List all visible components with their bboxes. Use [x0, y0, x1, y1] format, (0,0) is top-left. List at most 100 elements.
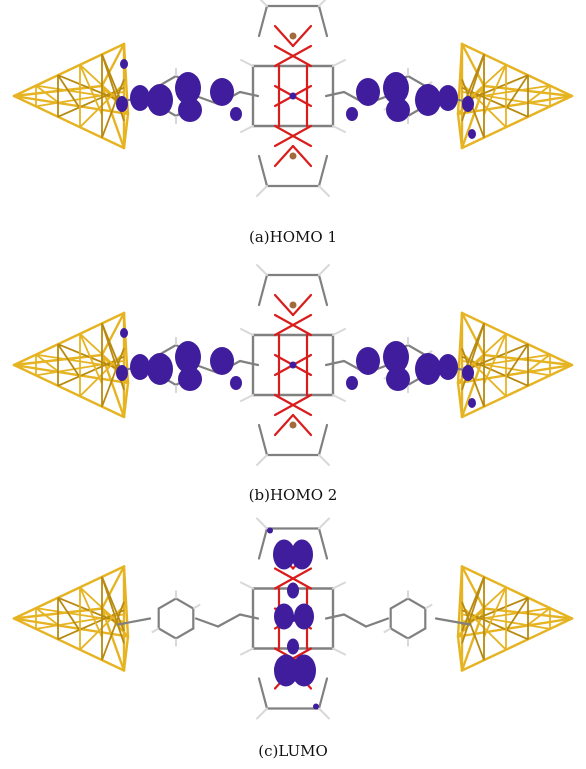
gold-cluster-edge [12, 94, 126, 150]
orbital-lobe [438, 354, 458, 380]
panel-homo2 [0, 262, 586, 476]
vinyl-bond [238, 90, 260, 98]
gold-cluster-edge [483, 586, 507, 638]
core-bond [273, 144, 295, 168]
vinyl-bond [324, 613, 346, 620]
gold-cluster-edge [461, 86, 529, 118]
metal-oxo-core [240, 264, 346, 466]
gold-cluster-edge [101, 576, 125, 644]
gold-cluster-edge [461, 601, 485, 661]
vinyl-bond [364, 617, 390, 628]
gold-cluster-edge [100, 311, 126, 357]
core-bond [291, 24, 313, 48]
orbital-lobe [130, 354, 150, 380]
orbital-lobe [120, 59, 128, 69]
gold-cluster-edge [35, 353, 59, 372]
core-bond [257, 423, 269, 457]
core-bond [317, 423, 329, 457]
gold-cluster-left [12, 311, 130, 419]
ring-bond [157, 597, 195, 640]
gold-cluster-edge [79, 64, 103, 116]
metal-atom [289, 301, 297, 309]
phenyl-ring-left [151, 590, 201, 647]
gold-cluster-edge [456, 635, 464, 672]
core-bond [273, 567, 313, 590]
core-bond [273, 293, 295, 317]
core-bond [317, 154, 329, 188]
core-bond [240, 581, 254, 590]
hydrogen-bond [192, 603, 201, 610]
gold-cluster-edge [12, 363, 126, 419]
gold-cluster-edge [122, 112, 130, 150]
molecule-diagram-lumo [12, 517, 574, 720]
gold-cluster-edge [456, 112, 464, 150]
ring-bond [389, 597, 427, 640]
orbital-lobe [130, 85, 150, 111]
gold-cluster-edge [12, 42, 126, 98]
core-bond [291, 144, 313, 168]
gold-cluster-edge [456, 94, 574, 116]
gold-cluster-edge [101, 79, 125, 138]
gold-cluster-right [456, 42, 574, 150]
orbital-lobe [274, 654, 298, 687]
gold-cluster-edge [527, 353, 551, 372]
gold-cluster-edge [57, 355, 125, 387]
metal-oxo-core [240, 0, 346, 197]
gold-cluster-edge [460, 94, 574, 150]
core-bond [317, 4, 329, 38]
orbital-lobe [415, 84, 441, 116]
gold-cluster-edge [456, 617, 574, 638]
orbital-lobe [356, 347, 380, 375]
orbital-lobe [468, 398, 476, 408]
gold-cluster-left [12, 565, 130, 672]
gold-cluster-edge [456, 311, 464, 385]
orbital-lobe [294, 603, 314, 630]
core-bond [256, 185, 268, 197]
orbital-lobe [210, 347, 234, 375]
orbital-lobe [230, 376, 242, 390]
core-bond [291, 293, 313, 317]
gold-cluster-edge [460, 42, 574, 98]
orbital-lobe [462, 365, 474, 381]
gold-cluster-edge [57, 597, 81, 632]
gold-cluster-edge [12, 363, 130, 385]
core-bond [332, 394, 346, 402]
core-bond [273, 124, 313, 148]
gold-cluster-edge [527, 84, 551, 103]
orbital-lobe [178, 367, 202, 391]
core-bond [317, 527, 329, 560]
gold-cluster-edge [122, 635, 130, 672]
core-bond [240, 59, 254, 67]
caption-lumo: (c)LUMO [258, 742, 328, 760]
molecule-diagram-homo2 [12, 264, 574, 466]
orbital-lobe [175, 341, 201, 373]
core-bond [256, 517, 268, 530]
gold-cluster-edge [461, 355, 529, 387]
orbital-lobe [383, 341, 409, 373]
orbital-lobe [230, 107, 242, 121]
core-bond [240, 394, 254, 402]
metal-atom [289, 32, 297, 40]
core-bond [318, 707, 330, 720]
core-bond [318, 517, 330, 530]
orbital-lobe [178, 98, 202, 122]
gold-cluster-edge [122, 565, 130, 638]
core-bond [332, 328, 346, 336]
gold-cluster-edge [460, 617, 574, 672]
vinyl-bond [194, 617, 220, 628]
gold-cluster-edge [57, 343, 81, 378]
orbital-lobe [210, 78, 234, 106]
core-bond [240, 647, 254, 656]
core-bond [332, 125, 346, 133]
hydrogen-bond [383, 627, 392, 634]
hydrogen-bond [151, 627, 160, 634]
phenyl-ring-right [383, 590, 433, 647]
gold-cluster-edge [483, 64, 507, 116]
core-bond [273, 313, 313, 337]
orbital-lobe [383, 72, 409, 104]
gold-cluster-edge [12, 94, 130, 116]
hydrogen-bond [424, 603, 433, 610]
gold-cluster-edge [483, 333, 507, 385]
gold-cluster-edge [57, 74, 81, 109]
core-bond [273, 44, 313, 68]
